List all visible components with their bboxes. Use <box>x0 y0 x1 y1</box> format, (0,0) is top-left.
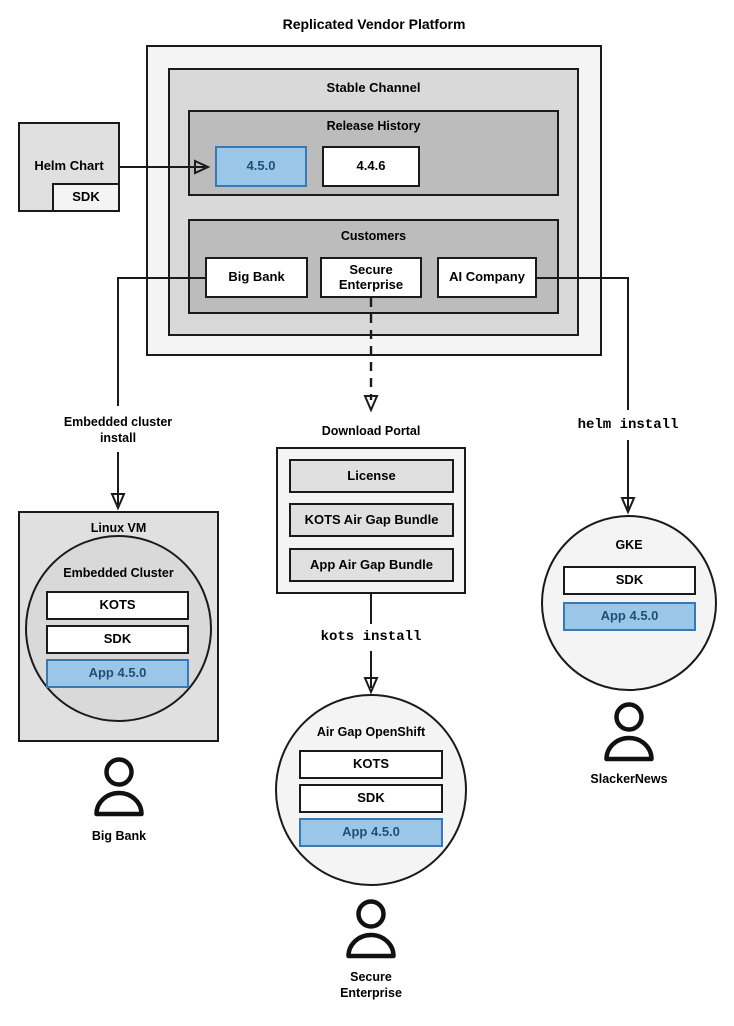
release-4-5-0[interactable]: 4.5.0 <box>215 146 307 187</box>
gke-title: GKE <box>615 538 643 552</box>
download-portal-artifact-kots-air-gap-bundle[interactable]: KOTS Air Gap Bundle <box>289 503 454 537</box>
airgap-component-sdk[interactable]: SDK <box>299 784 443 813</box>
customer-big-bank[interactable]: Big Bank <box>205 257 308 298</box>
customer-ai-company[interactable]: AI Company <box>437 257 537 298</box>
airgap-openshift-title: Air Gap OpenShift <box>316 725 426 739</box>
flow-label-embedded-cluster-install: Embedded cluster install <box>63 415 173 445</box>
linux-vm-component-sdk[interactable]: SDK <box>46 625 189 654</box>
customer-secure-enterprise[interactable]: Secure Enterprise <box>320 257 422 298</box>
arrowhead-portal <box>363 395 379 413</box>
linux-vm-title: Linux VM <box>90 521 147 535</box>
airgap-component-kots[interactable]: KOTS <box>299 750 443 779</box>
helm-chart-sdk-box[interactable]: SDK <box>52 183 120 212</box>
airgap-component-app[interactable]: App 4.5.0 <box>299 818 443 847</box>
page-title: Replicated Vendor Platform <box>282 16 466 32</box>
download-portal-artifact-license[interactable]: License <box>289 459 454 493</box>
arrowhead-gke <box>620 497 636 515</box>
actor-icon-secure-enterprise <box>346 899 396 959</box>
release-history-title: Release History <box>326 119 421 133</box>
arrowhead-airgap <box>363 677 379 695</box>
gke-component-sdk[interactable]: SDK <box>563 566 696 595</box>
linux-vm-component-app[interactable]: App 4.5.0 <box>46 659 189 688</box>
actor-label-big-bank: Big Bank <box>91 829 147 843</box>
download-portal-artifact-app-air-gap-bundle[interactable]: App Air Gap Bundle <box>289 548 454 582</box>
download-portal-title: Download Portal <box>321 424 421 438</box>
stable-channel-title: Stable Channel <box>326 80 421 95</box>
actor-label-secure-enterprise: Secure Enterprise <box>340 970 402 1000</box>
embedded-cluster-title: Embedded Cluster <box>63 566 174 580</box>
linux-vm-component-kots[interactable]: KOTS <box>46 591 189 620</box>
actor-icon-slackernews <box>604 702 654 762</box>
release-4-4-6[interactable]: 4.4.6 <box>322 146 420 187</box>
actor-label-slackernews: SlackerNews <box>590 772 668 786</box>
arrowhead-linuxvm <box>110 493 126 511</box>
flow-label-kots-install: kots install <box>320 629 422 645</box>
helm-chart-title: Helm Chart <box>34 158 104 173</box>
actor-icon-big-bank <box>94 757 144 817</box>
customers-title: Customers <box>340 229 407 243</box>
gke-component-app[interactable]: App 4.5.0 <box>563 602 696 631</box>
flow-label-helm-install: helm install <box>577 417 679 433</box>
